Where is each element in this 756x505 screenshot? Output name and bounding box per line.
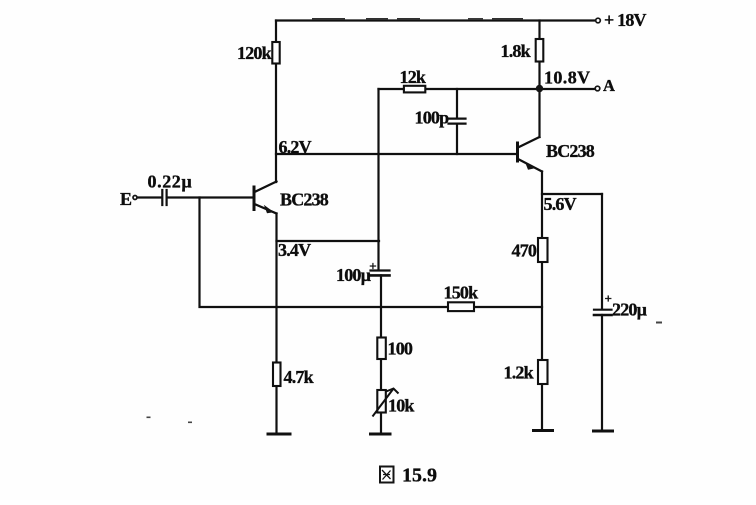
svg-text:5.6V: 5.6V xyxy=(544,194,577,214)
svg-text:+: + xyxy=(369,259,376,274)
svg-text:120k: 120k xyxy=(237,43,272,63)
svg-text:1.8k: 1.8k xyxy=(501,41,531,61)
svg-text:BC238: BC238 xyxy=(546,141,595,161)
svg-text:6.2V: 6.2V xyxy=(279,137,312,157)
svg-text:470: 470 xyxy=(512,241,537,261)
svg-text:100: 100 xyxy=(388,339,413,359)
svg-text:1.2k: 1.2k xyxy=(504,363,534,383)
svg-text:4.7k: 4.7k xyxy=(284,367,314,387)
svg-text:10k: 10k xyxy=(388,396,414,416)
svg-text:220µ: 220µ xyxy=(612,300,648,320)
svg-text:BC238: BC238 xyxy=(280,190,329,210)
svg-text:3.4V: 3.4V xyxy=(278,240,311,260)
svg-text:E: E xyxy=(120,189,132,209)
svg-text:100p: 100p xyxy=(415,108,450,128)
svg-text:10.8V: 10.8V xyxy=(544,68,591,88)
svg-text:150k: 150k xyxy=(444,283,479,303)
svg-text:12k: 12k xyxy=(400,67,426,87)
svg-text:15.9: 15.9 xyxy=(402,465,437,487)
svg-text:0.22µ: 0.22µ xyxy=(148,172,193,192)
svg-text:A: A xyxy=(603,76,615,95)
svg-text:+ 18V: + 18V xyxy=(604,10,647,30)
svg-text:+: + xyxy=(605,291,612,306)
svg-text:100µ: 100µ xyxy=(336,265,372,285)
